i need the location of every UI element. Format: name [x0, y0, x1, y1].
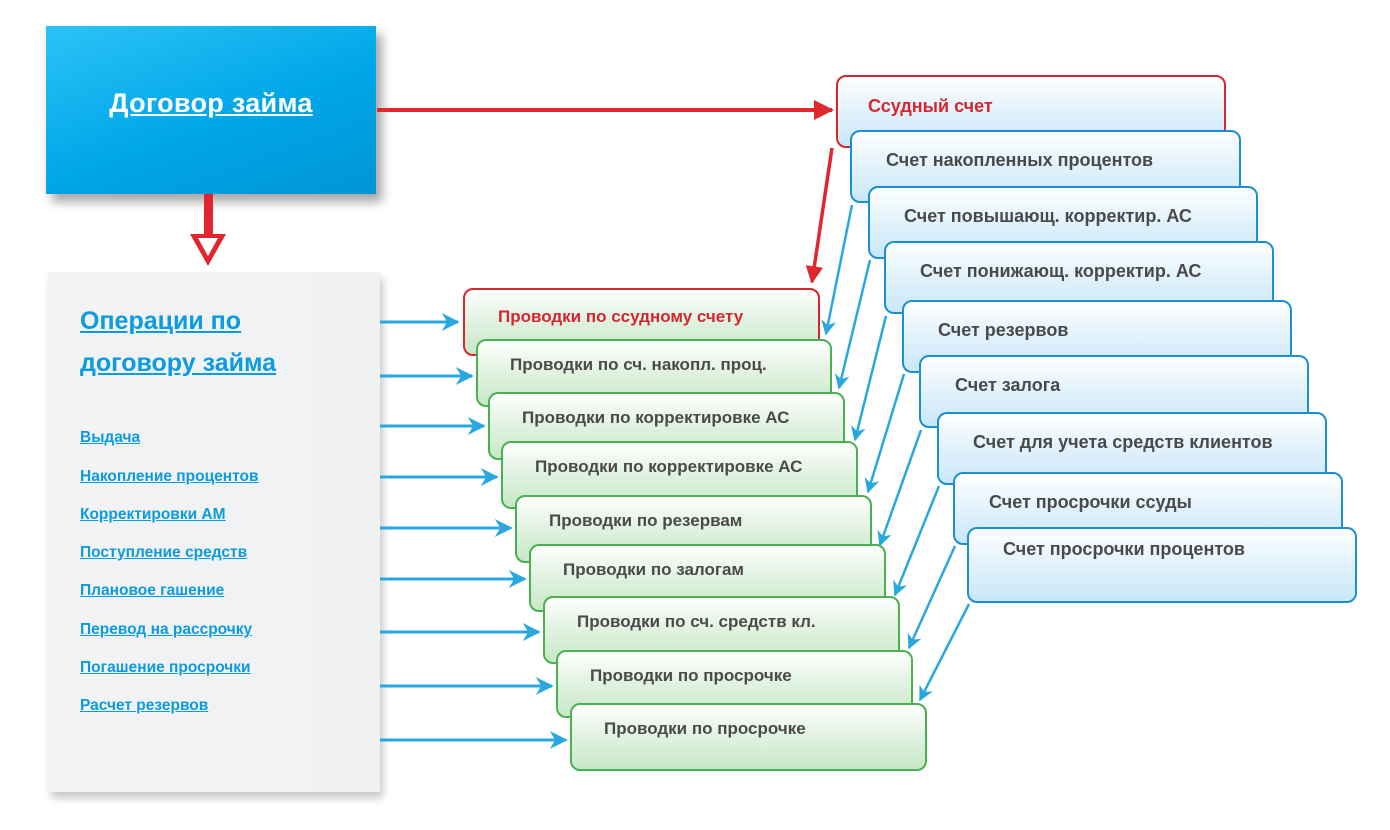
account-label: Счет просрочки процентов	[1003, 539, 1245, 559]
posting-label: Проводки по просрочке	[604, 719, 806, 738]
operation-link-scheduled-repayment[interactable]: Плановое гашение	[80, 582, 225, 599]
operation-link-funds-receipt[interactable]: Поступление средств	[80, 544, 248, 561]
arrow-contract-to-operations	[190, 194, 226, 266]
account-label: Счет залога	[955, 375, 1061, 395]
operation-link-am-adjustments[interactable]: Корректировки АМ	[80, 506, 226, 523]
operation-link-issue[interactable]: Выдача	[80, 429, 141, 446]
account-label: Счет понижающ. корректир. АС	[920, 261, 1202, 281]
posting-label: Проводки по резервам	[549, 511, 743, 530]
account-label: Счет резервов	[938, 320, 1069, 340]
operations-panel: Операции по договору займа Выдача Накопл…	[48, 272, 380, 792]
account-label: Счет повышающ. корректир. АС	[904, 206, 1192, 226]
loan-contract-title[interactable]: Договор займа	[109, 88, 313, 118]
loan-contract-box: Договор займа	[46, 26, 376, 194]
account-label: Счет просрочки ссуды	[989, 492, 1192, 512]
arrow-loan-account-to-postings	[805, 147, 834, 284]
posting-label: Проводки по сч. накопл. проц.	[510, 355, 767, 374]
posting-label: Проводки по просрочке	[590, 666, 792, 685]
arrows-accounts-to-postings	[821, 204, 971, 702]
posting-label: Проводки по корректировке АС	[522, 408, 790, 427]
posting-label: Проводки по сч. средств кл.	[577, 612, 816, 631]
posting-box-overdue-2: Проводки по просрочке	[570, 703, 927, 771]
account-label: Счет накопленных процентов	[886, 150, 1154, 170]
operation-link-installment-transfer[interactable]: Перевод на рассрочку	[80, 621, 253, 638]
operation-link-interest-accrual[interactable]: Накопление процентов	[80, 468, 259, 485]
posting-label: Проводки по ссудному счету	[498, 307, 744, 326]
operation-link-overdue-repayment[interactable]: Погашение просрочки	[80, 659, 251, 676]
operation-link-reserve-calculation[interactable]: Расчет резервов	[80, 697, 209, 714]
account-label: Счет для учета средств клиентов	[973, 432, 1273, 452]
arrows-operations-to-postings	[380, 313, 568, 749]
posting-label: Проводки по корректировке АС	[535, 457, 803, 476]
operations-title[interactable]: Операции по договору займа	[80, 307, 277, 377]
account-box-overdue-interest: Счет просрочки процентов	[967, 527, 1357, 603]
account-label: Ссудный счет	[868, 96, 993, 116]
posting-label: Проводки по залогам	[563, 560, 744, 579]
